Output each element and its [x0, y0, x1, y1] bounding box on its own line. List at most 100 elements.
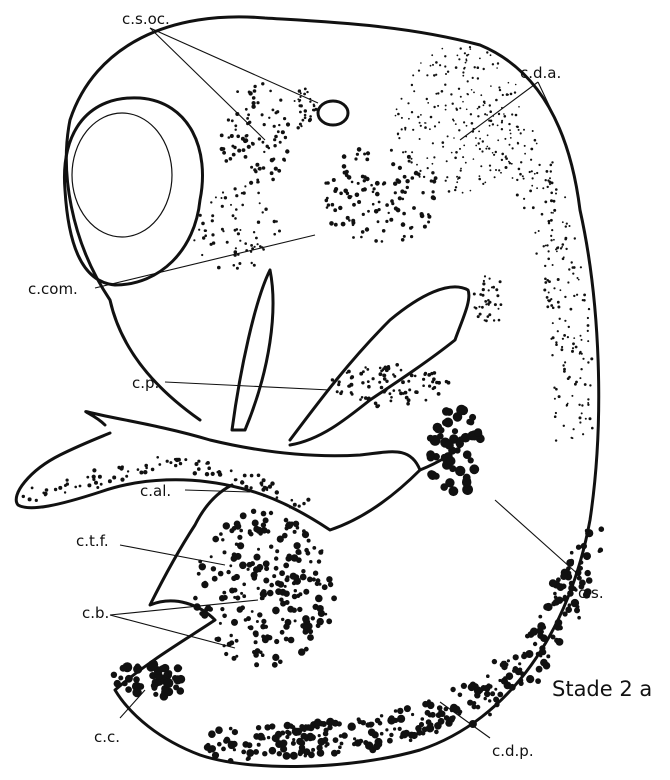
- stipple-dot-c-t-f: [300, 574, 307, 581]
- stipple-dot-c-d-a: [565, 225, 567, 227]
- stipple-dot-c-p: [379, 367, 382, 370]
- stipple-dot-c-com: [329, 221, 334, 226]
- stipple-dot-c-t-f: [240, 592, 243, 595]
- stipple-dot-c-s-oc: [239, 229, 241, 231]
- stipple-dot-c-com: [406, 186, 409, 189]
- stipple-dot-c-d-p: [484, 697, 487, 700]
- stipple-dot-c-com: [354, 157, 357, 160]
- stipple-dot-c-d-a: [471, 122, 474, 125]
- otic-vesicle: [318, 101, 348, 125]
- stipple-dot-c-t-f: [326, 576, 332, 582]
- stipple-dot-c-d-a: [498, 169, 500, 171]
- stipple-dot-c-p: [422, 378, 425, 381]
- stipple-dot-c-d-p: [450, 687, 455, 692]
- stipple-dot-c-p: [340, 390, 343, 393]
- stipple-dot-c-d-a: [580, 368, 582, 370]
- stipple-dot-c-s: [437, 433, 444, 440]
- stipple-dot-c-d-a: [509, 162, 511, 164]
- stipple-dot-c-c: [137, 683, 144, 690]
- stipple-dot-c-d-a: [433, 74, 435, 76]
- stipple-dot-c-d-a: [509, 144, 511, 146]
- stipple-dot-c-t-f: [242, 583, 246, 587]
- stipple-dot-c-d-a: [502, 94, 504, 96]
- stipple-dot-c-d-a: [546, 305, 549, 308]
- stipple-dot-c-c: [173, 675, 182, 684]
- stipple-dot-c-d-a: [437, 105, 439, 107]
- stipple-dot-c-s-oc: [304, 116, 307, 119]
- stipple-dot-c-d-p: [488, 713, 492, 717]
- stipple-dot-c-d-p: [585, 529, 589, 533]
- stipple-dot-c-com: [372, 191, 375, 194]
- stipple-dot-c-al: [289, 506, 292, 509]
- stipple-dot-c-d-p: [226, 738, 231, 743]
- stipple-dot-c-t-f: [317, 618, 324, 625]
- stipple-dot-c-p: [366, 368, 369, 371]
- stipple-dot-c-c: [120, 665, 127, 672]
- stipple-dot-c-d-a: [441, 90, 444, 93]
- stipple-dot-c-s-oc: [263, 151, 265, 153]
- stipple-dot-c-com: [411, 176, 415, 180]
- stipple-dot-c-s-oc: [252, 96, 256, 100]
- stipple-dot-c-d-a: [584, 384, 586, 386]
- stipple-dot-c-s-oc: [222, 191, 224, 193]
- stipple-dot-c-s-oc: [272, 158, 275, 161]
- stipple-dot-c-d-a: [535, 252, 537, 254]
- stipple-dot-c-d-a: [395, 115, 397, 117]
- stipple-dot-c-d-a: [574, 383, 577, 386]
- stipple-dot-c-d-p: [411, 732, 418, 739]
- stipple-dot-c-c: [177, 687, 185, 695]
- stipple-dot-limb: [488, 304, 490, 306]
- stipple-dot-c-d-p: [291, 741, 296, 746]
- stipple-dot-c-t-f: [267, 590, 274, 597]
- stipple-dot-c-al: [250, 486, 253, 489]
- stipple-dot-c-com: [352, 224, 355, 227]
- stipple-dot-c-al: [96, 486, 99, 489]
- stipple-dot-c-com: [389, 218, 393, 222]
- stipple-dot-c-t-f: [201, 612, 207, 618]
- stipple-dot-c-d-a: [426, 74, 428, 76]
- stipple-dot-c-t-f: [286, 521, 294, 529]
- stipple-dot-c-s-oc: [255, 163, 259, 167]
- stipple-dot-c-com: [357, 182, 360, 185]
- stipple-dot-c-d-a: [462, 75, 464, 77]
- stipple-dot-c-d-a: [492, 123, 494, 125]
- stipple-dot-c-s-oc: [309, 115, 312, 118]
- stipple-dot-c-d-p: [394, 709, 398, 713]
- stipple-dot-c-d-a: [468, 54, 470, 56]
- stipple-dot-c-c: [133, 676, 140, 683]
- stipple-dot-c-t-f: [274, 566, 279, 571]
- stipple-dot-limb: [484, 300, 487, 303]
- stipple-dot-c-d-p: [399, 735, 403, 739]
- stipple-dot-c-s-oc: [299, 99, 301, 101]
- stipple-dot-c-d-a: [411, 84, 413, 86]
- stipple-dot-c-d-a: [516, 194, 519, 197]
- stipple-dot-c-t-f: [222, 614, 227, 619]
- stipple-dot-c-d-a: [549, 183, 551, 185]
- stipple-dot-c-d-a: [544, 201, 547, 204]
- stipple-dot-c-t-f: [224, 652, 228, 656]
- stipple-dot-c-t-f: [291, 554, 299, 562]
- eye-lens: [72, 113, 172, 237]
- stipple-dot-c-s-oc: [210, 201, 212, 203]
- stipple-dot-c-al: [268, 485, 272, 489]
- stipple-dot-c-al: [193, 471, 197, 475]
- stipple-dot-c-t-f: [222, 591, 226, 595]
- stipple-dot-c-p: [410, 374, 414, 378]
- stipple-dot-c-s-oc: [294, 100, 296, 102]
- stipple-dot-c-s-oc: [224, 196, 227, 199]
- stipple-dot-c-d-p: [556, 577, 561, 582]
- stipple-dot-c-d-a: [581, 412, 583, 414]
- stipple-dot-c-d-a: [544, 265, 546, 267]
- stipple-dot-c-d-p: [576, 545, 581, 550]
- stipple-dot-c-d-p: [285, 735, 289, 739]
- stipple-dot-c-c: [122, 681, 128, 687]
- stipple-dot-c-d-a: [551, 161, 553, 163]
- stipple-dot-c-com: [408, 160, 411, 163]
- stipple-dot-c-d-p: [484, 685, 491, 692]
- stipple-dot-c-d-p: [311, 748, 315, 752]
- stipple-dot-c-com: [403, 235, 406, 238]
- stipple-dot-c-s-oc: [283, 159, 286, 162]
- stipple-dot-c-d-p: [530, 628, 538, 636]
- stipple-dot-c-al: [35, 499, 38, 502]
- stipple-dot-c-d-a: [543, 289, 546, 292]
